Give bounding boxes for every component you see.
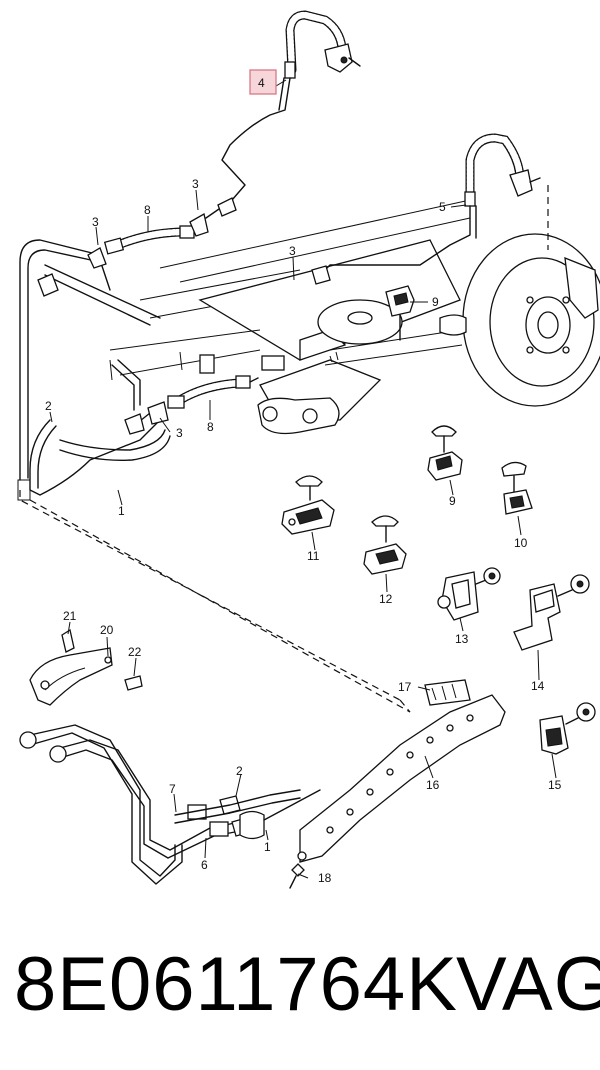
callout-15: 15 [548, 778, 562, 792]
heat-shield-20 [29, 628, 143, 706]
callout-2: 2 [45, 399, 52, 413]
clip-12 [363, 515, 407, 575]
footer: 8E0611764K VAG [0, 935, 600, 1045]
brake-hose-5 [311, 133, 541, 285]
callout-3: 3 [192, 177, 199, 191]
callout-4-highlight [249, 69, 277, 95]
clip-9-installed [385, 285, 415, 341]
brake-hose-8-lower [147, 375, 259, 425]
brand-name: VAG [456, 942, 600, 1027]
callout-4: 4 [258, 76, 265, 90]
brake-line-diagram: 4 5 3 3 3 3 8 8 9 9 2 1 10 11 12 13 14 2… [17, 10, 600, 889]
callout-7: 7 [169, 782, 176, 796]
pipe-run-dashed [17, 479, 411, 713]
callout-22: 22 [128, 645, 142, 659]
callout-8: 8 [207, 420, 214, 434]
callout-21: 21 [63, 609, 77, 623]
callout-11: 11 [307, 549, 320, 563]
rear-axle-beam [109, 199, 471, 435]
callout-12: 12 [379, 592, 393, 606]
clip-11 [281, 475, 335, 535]
callout-6: 6 [201, 858, 208, 872]
clip-15 [539, 702, 596, 755]
brake-disc [439, 185, 600, 407]
brake-hose-4 [221, 10, 361, 201]
clip-10 [501, 461, 533, 515]
callout-3: 3 [92, 215, 99, 229]
callout-9: 9 [449, 494, 456, 508]
callout-10: 10 [514, 536, 528, 550]
clip-9 [427, 425, 463, 481]
callout-8: 8 [144, 203, 151, 217]
callout-1: 1 [118, 504, 125, 518]
brake-hose-8-upper [103, 197, 237, 255]
leader-lines [49, 79, 557, 879]
clip-14 [513, 574, 590, 651]
callout-14: 14 [531, 679, 545, 693]
callout-2: 2 [236, 764, 243, 778]
callout-labels: 4 5 3 3 3 3 8 8 9 9 2 1 10 11 12 13 14 2… [45, 76, 562, 885]
brake-pipe-lower [19, 724, 321, 885]
callout-20: 20 [100, 623, 114, 637]
clip-13 [437, 567, 501, 621]
callout-13: 13 [455, 632, 469, 646]
bracket-16 [289, 679, 506, 889]
part-number: 8E0611764K [14, 942, 458, 1027]
brake-pipe-left [19, 239, 171, 496]
callout-9: 9 [432, 295, 439, 309]
callout-3: 3 [289, 244, 296, 258]
callout-3: 3 [176, 426, 183, 440]
callout-18: 18 [318, 871, 332, 885]
callout-17: 17 [398, 680, 412, 694]
callout-5: 5 [439, 200, 446, 214]
callout-1: 1 [264, 840, 271, 854]
callout-16: 16 [426, 778, 440, 792]
